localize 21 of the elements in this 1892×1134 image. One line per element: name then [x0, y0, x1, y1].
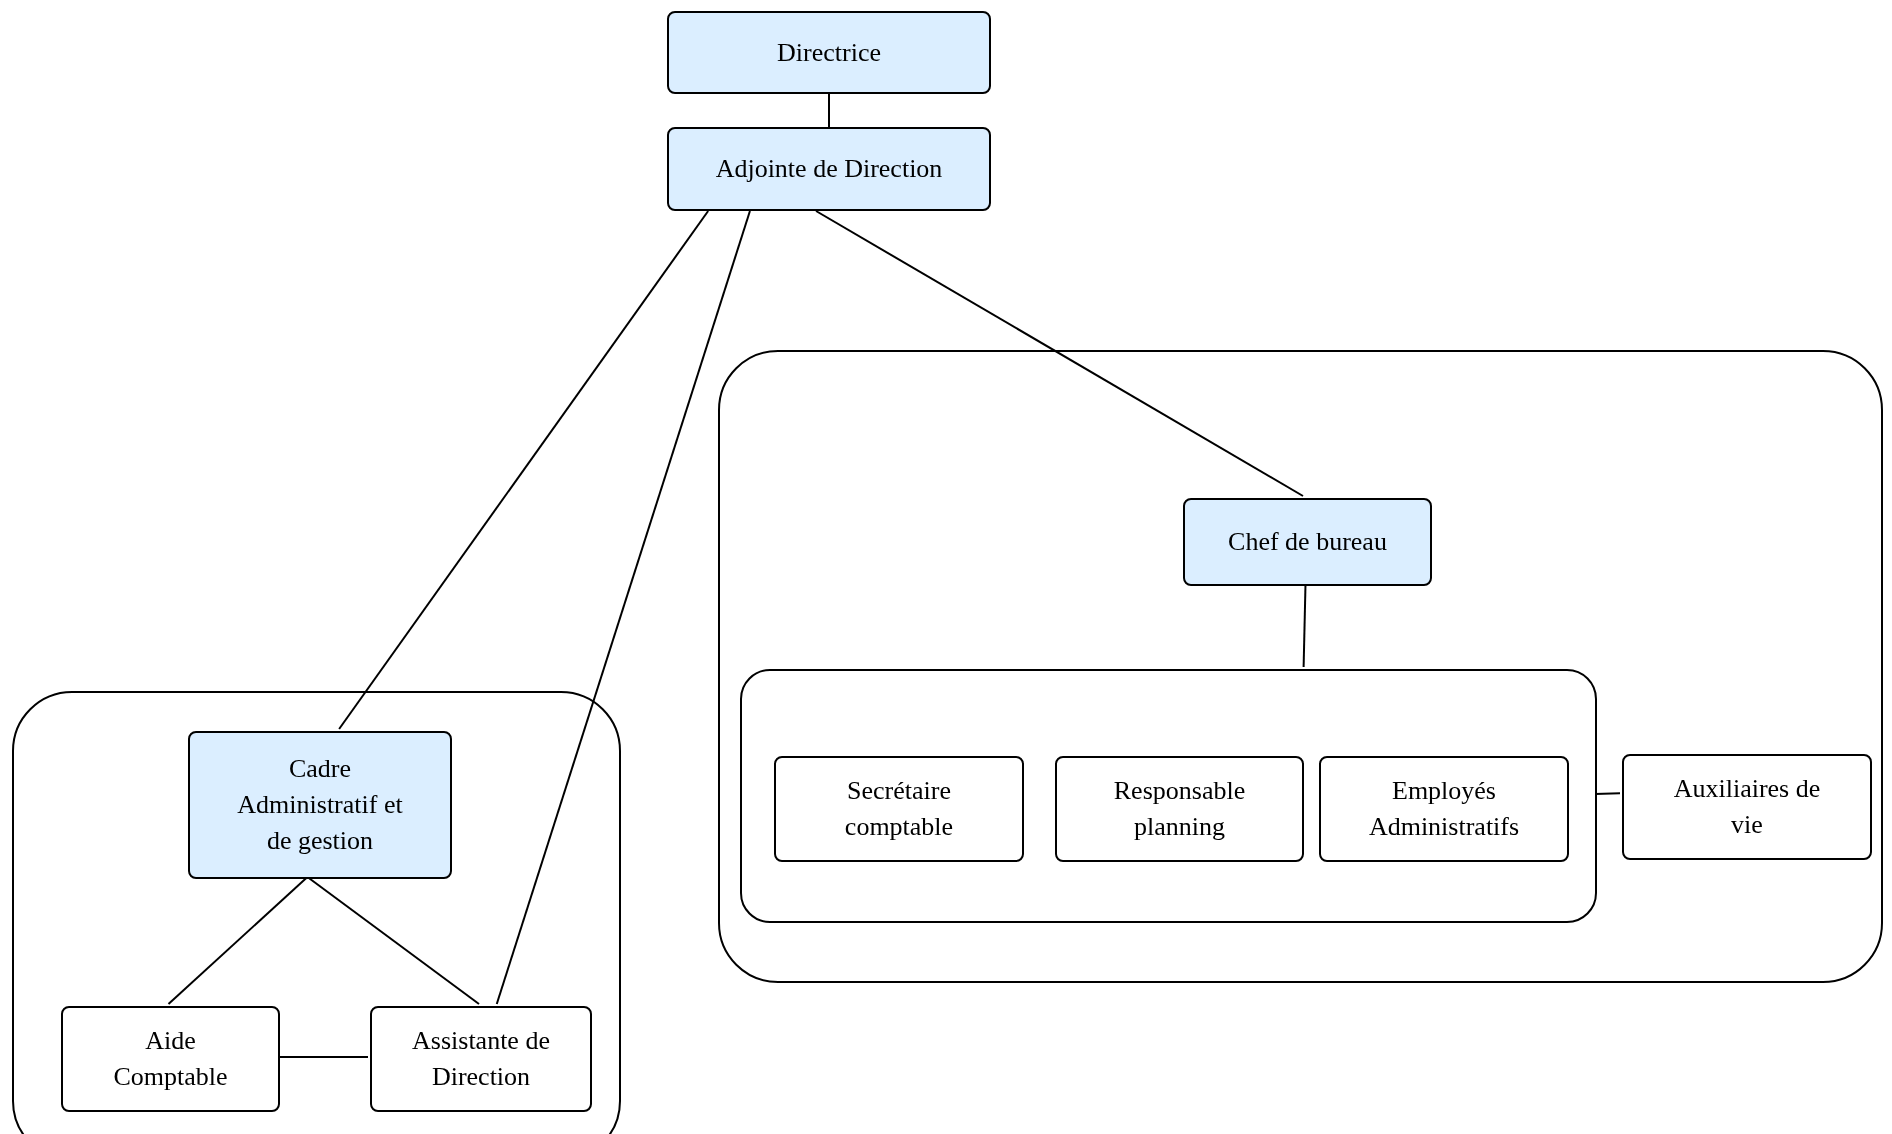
connector-line: [338, 210, 710, 730]
role-box: Responsable planning: [1055, 756, 1304, 862]
group-frame: [718, 350, 1883, 983]
connector-line: [167, 876, 309, 1005]
role-box: Directrice: [667, 11, 991, 94]
connector-line: [306, 876, 480, 1005]
role-box: Adjointe de Direction: [667, 127, 991, 211]
role-box: Chef de bureau: [1183, 498, 1432, 586]
connector-line: [1302, 583, 1307, 668]
role-box: Assistante de Direction: [370, 1006, 592, 1112]
role-box: Employés Administratifs: [1319, 756, 1569, 862]
role-box: Auxiliaires de vie: [1622, 754, 1872, 860]
connector-line: [1594, 792, 1621, 795]
role-box: Secrétaire comptable: [774, 756, 1024, 862]
role-box: Aide Comptable: [61, 1006, 280, 1112]
group-frame: [740, 669, 1597, 923]
role-box: Cadre Administratif et de gestion: [188, 731, 452, 879]
group-frame: [12, 691, 621, 1134]
connector-line: [828, 93, 830, 128]
connector-line: [495, 210, 751, 1005]
connector-line: [815, 210, 1304, 497]
